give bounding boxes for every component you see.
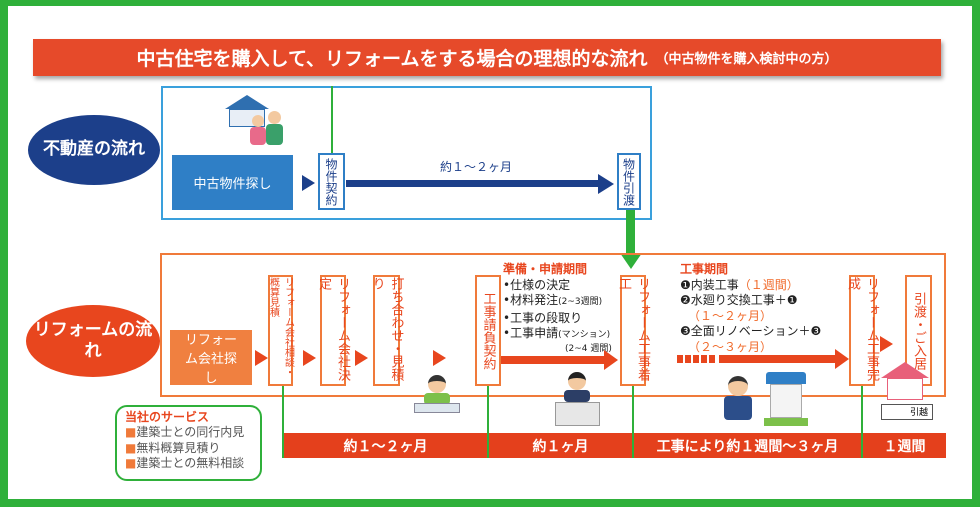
connector-line <box>632 386 634 458</box>
reform-flow-box <box>160 253 946 397</box>
arrow-head-icon <box>598 174 614 194</box>
prep-heading: 準備・申請期間 <box>503 262 588 276</box>
step-company-decision: リフォーム会社決定 <box>316 275 350 386</box>
title-main: 中古住宅を購入して、リフォームをする場合の理想的な流れ <box>136 48 648 70</box>
property-handover-box: 物件引渡 <box>617 153 641 210</box>
real-estate-flow-box <box>161 86 652 220</box>
prep-arrow <box>501 356 606 364</box>
property-search-box: 中古物件探し <box>172 155 293 210</box>
truck-label: 引越 <box>909 408 928 418</box>
moving-illustration: 引越 <box>877 362 937 428</box>
arrow-icon <box>433 350 446 366</box>
arrow-icon <box>880 336 893 352</box>
real-estate-flow-label: 不動産の流れ <box>28 115 160 185</box>
timeline-segment: 工事により約１週間～３ヶ月 <box>634 433 861 458</box>
designer-illustration <box>410 375 465 415</box>
property-contract-box: 物件契約 <box>318 153 345 210</box>
bullet-square-icon: ■ <box>125 425 137 439</box>
prep-note: (2~4 週間) <box>565 343 612 354</box>
step-construction-contract: 工事請負契約 <box>475 275 501 386</box>
bullet-square-icon: ■ <box>125 456 137 470</box>
prep-note: (マンション) <box>558 330 611 340</box>
prep-item: •工事の段取り <box>503 310 583 325</box>
timeline-segment: 約１ヶ月 <box>489 433 632 458</box>
work-duration: （１週間） <box>738 277 799 292</box>
work-item: ❸全面リノベーション＋❸ <box>680 324 822 338</box>
carpenter-house-illustration <box>720 372 815 430</box>
timeline-segment: 約１～２ヶ月 <box>284 433 487 458</box>
connector-line <box>487 386 489 458</box>
reform-flow-label: リフォームの流れ <box>26 305 160 377</box>
arrow-head-icon <box>604 350 618 370</box>
prep-item: •仕様の決定 <box>503 277 571 292</box>
step-construction-complete: リフォーム工事完成 <box>845 275 879 386</box>
connector-line <box>331 86 333 153</box>
work-duration: （２～３ヶ月） <box>688 339 773 354</box>
staff-illustration <box>555 372 600 427</box>
arrow-down-icon <box>620 253 642 269</box>
step-consultation: リフォーム会社相談・概算見積 <box>268 275 294 386</box>
real-estate-duration: 約１～２ヶ月 <box>440 160 513 174</box>
step-meeting-estimate: 打ち合わせ・見積り <box>370 275 404 386</box>
step-construction-start: リフォーム工事着工 <box>616 275 650 386</box>
connector-line <box>282 386 284 458</box>
arrow-icon <box>303 350 316 366</box>
prep-note: (2~3週間) <box>558 297 603 307</box>
timeline-segment: １週間 <box>863 433 946 458</box>
work-item: ❶内装工事 <box>680 277 739 292</box>
service-item: 無料概算見積り <box>136 440 221 455</box>
prep-item: •材料発注 <box>503 293 559 307</box>
work-duration: （１～２ヶ月） <box>688 308 773 323</box>
work-arrow-dashed <box>677 355 717 363</box>
reform-company-search-box: リフォーム会社探し <box>170 330 252 386</box>
prep-period: 準備・申請期間 •仕様の決定 •材料発注(2~3週間) •工事の段取り •工事申… <box>503 262 623 354</box>
service-item: 建築士との同行内見 <box>136 425 245 439</box>
page-title: 中古住宅を購入して、リフォームをする場合の理想的な流れ （中古物件を購入検討中の方… <box>33 39 941 76</box>
family-illustration <box>220 95 285 147</box>
work-heading: 工事期間 <box>680 262 729 276</box>
work-arrow <box>719 355 837 363</box>
arrow-icon <box>255 350 268 366</box>
prep-item: •工事申請 <box>503 326 559 340</box>
bullet-square-icon: ■ <box>125 440 137 455</box>
work-period: 工事期間 ❶内装工事（１週間） ❷水廻り交換工事＋❶ （１～２ヶ月） ❸全面リノ… <box>680 262 850 355</box>
arrow-icon <box>302 175 315 191</box>
work-item: ❷水廻り交換工事＋❶ <box>680 293 798 307</box>
connector-line <box>861 386 863 458</box>
service-item: 建築士との無料相談 <box>136 456 245 470</box>
title-sub: （中古物件を購入検討中の方） <box>655 52 838 67</box>
services-heading: 当社のサービス <box>125 410 210 424</box>
green-down-arrow <box>626 210 635 255</box>
duration-arrow <box>346 180 600 187</box>
arrow-icon <box>355 350 368 366</box>
arrow-head-icon <box>835 349 849 369</box>
services-box: 当社のサービス ■建築士との同行内見 ■無料概算見積り ■建築士との無料相談 <box>115 405 262 481</box>
